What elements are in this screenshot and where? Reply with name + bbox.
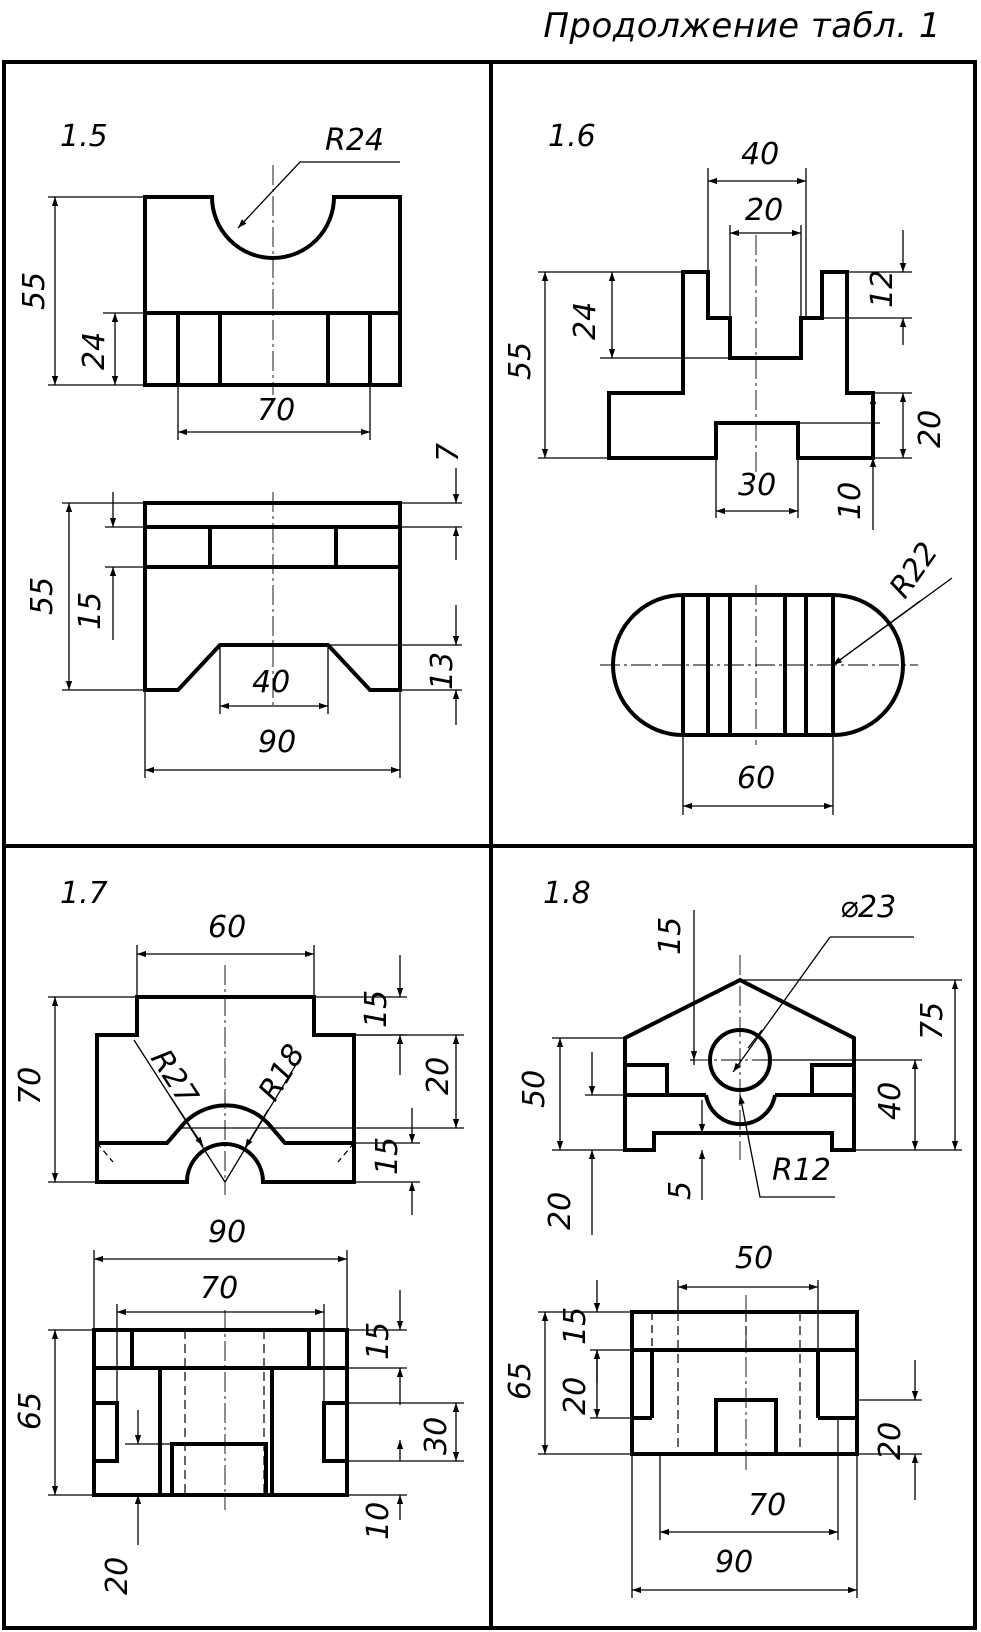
dim-lower-step: 20 bbox=[543, 1192, 578, 1230]
dim-radius-large: R27 bbox=[143, 1043, 205, 1112]
top-view bbox=[92, 1310, 349, 1510]
dim-top-width: 40 bbox=[741, 137, 779, 172]
dimensions: 7 55 15 13 40 90 bbox=[25, 443, 466, 778]
dim-step: 12 bbox=[865, 270, 900, 308]
dim-top-gap: 7 bbox=[431, 443, 466, 462]
dim-length: 90 bbox=[258, 725, 296, 760]
dim-front-slot: 20 bbox=[873, 1422, 908, 1460]
dim-radius: R12 bbox=[772, 1153, 831, 1188]
dim-height: 55 bbox=[17, 272, 52, 310]
dim-length: 90 bbox=[208, 1215, 246, 1250]
dim-rear-wall: 15 bbox=[558, 1307, 593, 1345]
sheet-frame bbox=[2, 60, 977, 1630]
dim-height: 55 bbox=[503, 342, 538, 380]
dim-lower: 15 bbox=[370, 1137, 405, 1175]
dim-notch-width: 30 bbox=[738, 468, 776, 503]
dimensions: 60 70 15 20 R27 R18 15 bbox=[13, 910, 464, 1215]
panel-1-5: 1.5 R24 55 24 70 bbox=[17, 119, 466, 778]
panel-number: 1.7 bbox=[60, 876, 108, 911]
panel-1-8: 1.8 ⌀23 75 40 50 bbox=[503, 876, 962, 1598]
dimensions: 90 70 65 15 30 10 bbox=[13, 1215, 464, 1595]
dim-notch-width: 40 bbox=[252, 665, 290, 700]
dim-slot: 5 bbox=[663, 1181, 698, 1200]
table-continuation-caption: Продолжение табл. 1 bbox=[543, 6, 941, 46]
dimensions: ⌀23 75 40 50 20 15 5 bbox=[517, 890, 962, 1235]
panel-1-7: 1.7 60 70 15 20 bbox=[13, 876, 464, 1595]
dim-rear-wall: 15 bbox=[361, 1322, 396, 1360]
dim-top-width: 60 bbox=[208, 910, 246, 945]
panel-number: 1.8 bbox=[543, 876, 591, 911]
dim-side-wall: 20 bbox=[558, 1377, 593, 1415]
dim-width: 70 bbox=[257, 393, 295, 428]
front-view bbox=[607, 235, 875, 475]
panel-number: 1.5 bbox=[60, 119, 108, 154]
dim-height: 75 bbox=[915, 1002, 950, 1040]
dim-radius: R24 bbox=[325, 123, 384, 158]
dim-slot-width: 20 bbox=[745, 193, 783, 228]
dimensions: R22 60 bbox=[682, 536, 953, 815]
dim-width: 60 bbox=[737, 761, 775, 796]
dimensions: R24 55 24 70 bbox=[17, 123, 400, 440]
dim-wall-height: 50 bbox=[517, 1070, 552, 1108]
dim-base-height: 24 bbox=[77, 332, 112, 370]
dim-top-width: 50 bbox=[735, 1241, 773, 1276]
dim-notch-depth: 13 bbox=[425, 652, 460, 690]
dim-depth: 65 bbox=[13, 1392, 48, 1430]
dim-depth: 65 bbox=[503, 1362, 538, 1400]
dim-center-slot: 20 bbox=[100, 1557, 135, 1595]
panel-number: 1.6 bbox=[548, 119, 596, 154]
top-view bbox=[630, 1295, 859, 1470]
dim-slot: 15 bbox=[73, 592, 108, 630]
dim-step: 15 bbox=[359, 990, 394, 1028]
dim-inner-length: 70 bbox=[748, 1488, 786, 1523]
dim-slot-depth: 24 bbox=[568, 302, 603, 340]
dim-inner-length: 70 bbox=[200, 1271, 238, 1306]
dimensions: 50 65 15 20 20 70 90 bbox=[503, 1241, 922, 1598]
dim-hole-diameter: ⌀23 bbox=[840, 890, 896, 925]
dim-hole-height: 40 bbox=[873, 1082, 908, 1120]
dim-height: 70 bbox=[13, 1067, 48, 1105]
dim-upper-gap: 15 bbox=[653, 917, 688, 955]
dimensions: 40 20 12 55 24 20 30 bbox=[503, 137, 948, 530]
dim-notch-depth: 10 bbox=[833, 482, 868, 520]
dim-length: 90 bbox=[715, 1545, 753, 1580]
dim-radius: R22 bbox=[883, 536, 946, 604]
dim-base-height: 20 bbox=[913, 410, 948, 448]
dim-depth: 55 bbox=[25, 577, 60, 615]
dim-radius-small: R18 bbox=[252, 1038, 312, 1107]
dim-mid: 20 bbox=[421, 1057, 456, 1095]
front-view bbox=[623, 955, 856, 1160]
dim-side-pocket: 30 bbox=[419, 1417, 454, 1455]
top-view bbox=[600, 585, 918, 745]
dim-front-wall: 10 bbox=[361, 1502, 396, 1540]
front-view bbox=[95, 965, 356, 1195]
panel-1-6: 1.6 40 20 12 55 24 bbox=[503, 119, 953, 815]
front-view bbox=[143, 165, 402, 395]
